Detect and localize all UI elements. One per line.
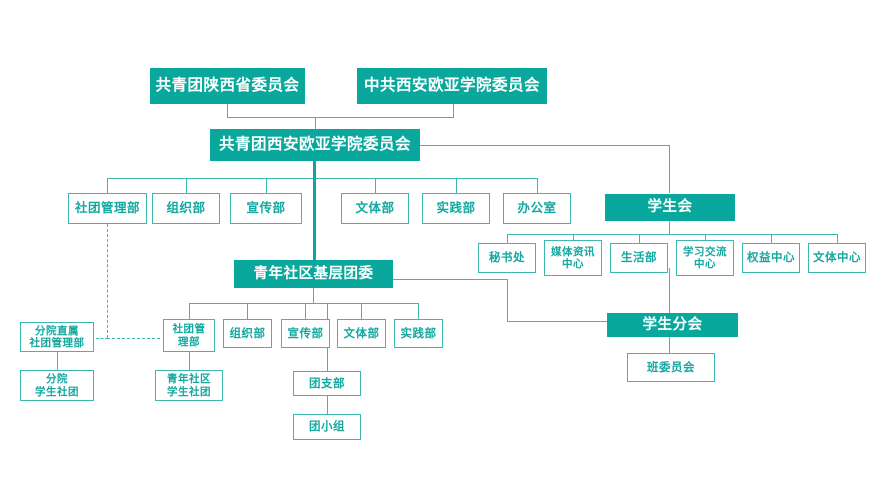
connector-drop-propaganda bbox=[266, 178, 267, 193]
connector-ycc-to-sub-assoc-h2 bbox=[507, 321, 607, 322]
connector-drop-life-dept bbox=[639, 234, 640, 243]
connector-ycc-bus bbox=[189, 303, 418, 304]
node-branch-direct-club-mgmt[interactable]: 分院直属 社团管理部 bbox=[20, 322, 94, 352]
connector-top-to-school bbox=[315, 117, 316, 129]
node-ycc-club-management[interactable]: 社团管 理部 bbox=[163, 319, 215, 352]
connector-league-branch-to-group bbox=[327, 396, 328, 414]
node-dept-propaganda[interactable]: 宣传部 bbox=[230, 193, 302, 224]
connector-branch-direct-down bbox=[57, 352, 58, 370]
node-dept-culture-sports[interactable]: 文体部 bbox=[341, 193, 409, 224]
connector-drop-media-center bbox=[573, 234, 574, 243]
node-student-sub-association[interactable]: 学生分会 bbox=[607, 313, 738, 337]
connector-drop-ycc-club-mgmt bbox=[189, 303, 190, 319]
node-class-committee[interactable]: 班委员会 bbox=[627, 353, 715, 382]
connector-school-to-union-v bbox=[669, 145, 670, 193]
node-ycc-practice[interactable]: 实践部 bbox=[394, 319, 443, 348]
connector-dashed-to-branch-direct bbox=[96, 338, 108, 339]
connector-dept-bus bbox=[107, 178, 537, 179]
node-student-union[interactable]: 学生会 bbox=[605, 194, 735, 221]
connector-dashed-club-mgmt-vertical bbox=[107, 224, 108, 338]
node-league-branch[interactable]: 团支部 bbox=[293, 371, 361, 396]
node-ycc-culture-sports[interactable]: 文体部 bbox=[337, 319, 386, 348]
connector-party-down bbox=[453, 104, 454, 118]
connector-drop-office bbox=[537, 178, 538, 193]
connector-drop-ycc-culture-sports bbox=[361, 303, 362, 319]
connector-top-bus bbox=[227, 117, 454, 118]
connector-drop-organization bbox=[186, 178, 187, 193]
node-su-culture-sports-center[interactable]: 文体中心 bbox=[808, 243, 866, 273]
node-branch-student-clubs[interactable]: 分院 学生社团 bbox=[20, 370, 94, 401]
connector-drop-ycc-propaganda bbox=[305, 303, 306, 319]
connector-drop-study-center bbox=[705, 234, 706, 243]
connector-drop-ycc-organization bbox=[247, 303, 248, 319]
node-dept-club-management[interactable]: 社团管理部 bbox=[68, 193, 147, 224]
connector-drop-practice bbox=[456, 178, 457, 193]
node-su-rights-center[interactable]: 权益中心 bbox=[742, 243, 800, 273]
node-su-life-dept[interactable]: 生活部 bbox=[610, 243, 668, 273]
node-ycc-propaganda[interactable]: 宣传部 bbox=[281, 319, 330, 348]
node-ycc-youth-community-clubs[interactable]: 青年社区 学生社团 bbox=[155, 370, 223, 401]
node-su-study-exchange-center[interactable]: 学习交流 中心 bbox=[676, 240, 734, 276]
connector-ycc-club-to-clubs bbox=[189, 352, 190, 370]
connector-ycc-to-sub-assoc-h1 bbox=[393, 279, 507, 280]
node-league-group[interactable]: 团小组 bbox=[293, 414, 361, 440]
connector-drop-club-mgmt bbox=[107, 178, 108, 193]
connector-union-to-sub-assoc bbox=[669, 268, 670, 313]
connector-spine-youth-community bbox=[313, 160, 316, 260]
connector-province-down bbox=[227, 104, 228, 118]
connector-union-down bbox=[669, 221, 670, 235]
node-ycc-organization[interactable]: 组织部 bbox=[223, 319, 272, 348]
connector-ycc-to-sub-assoc-v bbox=[507, 279, 508, 322]
connector-drop-culture-sports bbox=[375, 178, 376, 193]
connector-sub-assoc-down bbox=[669, 336, 670, 353]
node-dept-practice[interactable]: 实践部 bbox=[422, 193, 490, 224]
node-province-committee[interactable]: 共青团陕西省委员会 bbox=[150, 68, 305, 104]
connector-drop-ycc-practice bbox=[418, 303, 419, 319]
node-youth-community-committee[interactable]: 青年社区基层团委 bbox=[234, 260, 393, 288]
node-party-committee[interactable]: 中共西安欧亚学院委员会 bbox=[357, 68, 547, 104]
node-dept-office[interactable]: 办公室 bbox=[503, 193, 571, 224]
connector-dashed-club-mgmt-horizontal bbox=[107, 338, 160, 339]
connector-ycc-down bbox=[313, 288, 314, 304]
node-school-youth-committee[interactable]: 共青团西安欧亚学院委员会 bbox=[210, 129, 420, 161]
connector-drop-secretariat bbox=[507, 234, 508, 243]
connector-union-bus bbox=[507, 234, 837, 235]
node-su-media-info-center[interactable]: 媒体资讯 中心 bbox=[544, 240, 602, 276]
node-dept-organization[interactable]: 组织部 bbox=[152, 193, 220, 224]
connector-school-to-union-h bbox=[420, 145, 669, 146]
connector-drop-rights-center bbox=[771, 234, 772, 243]
connector-drop-culture-center bbox=[837, 234, 838, 243]
node-su-secretariat[interactable]: 秘书处 bbox=[478, 243, 536, 273]
